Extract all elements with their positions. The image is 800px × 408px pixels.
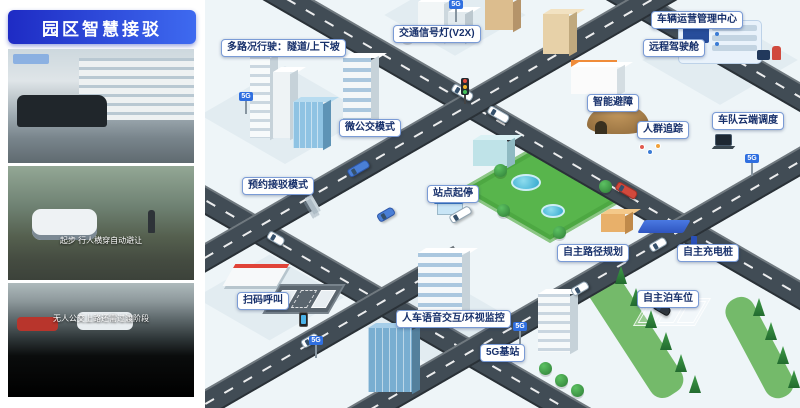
desk-row bbox=[712, 32, 757, 41]
building-tower bbox=[538, 294, 570, 352]
callout-auto-charging: 自主充电桩 bbox=[677, 244, 739, 262]
callout-5g-station: 5G基站 bbox=[480, 344, 526, 362]
callout-voice-interaction: 人车语音交互/环视监控 bbox=[396, 310, 511, 328]
cockpit-seat-icon bbox=[772, 46, 781, 60]
pedestrian-dot bbox=[647, 149, 653, 155]
callout-path-planning: 自主路径规划 bbox=[557, 244, 629, 262]
tower-5g-tag: 5G bbox=[449, 0, 463, 9]
pine-tree-icon bbox=[689, 375, 701, 393]
pine-tree-icon bbox=[675, 354, 687, 372]
photo-bus-street bbox=[8, 49, 194, 163]
laptop-screen bbox=[715, 134, 732, 146]
brand-watermark bbox=[13, 54, 49, 64]
green-light bbox=[463, 89, 467, 94]
laptop-base bbox=[711, 146, 736, 149]
yellow-light bbox=[463, 84, 467, 89]
phone-icon bbox=[299, 312, 308, 327]
pond bbox=[541, 204, 565, 218]
remote-cockpit-illustration bbox=[757, 46, 781, 60]
round-tree-icon bbox=[555, 374, 568, 387]
tower-5g-tag: 5G bbox=[309, 336, 323, 345]
callout-traffic-light: 交通信号灯(V2X) bbox=[393, 25, 481, 43]
desk-row bbox=[712, 42, 757, 51]
photo-shuttle-road: 无人公交上路还需过渡阶段 bbox=[8, 283, 194, 397]
pond bbox=[511, 174, 541, 191]
callout-remote-cockpit: 远程驾驶舱 bbox=[643, 39, 705, 57]
tower-mast bbox=[315, 345, 317, 358]
callout-crowd-tracking: 人群追踪 bbox=[637, 121, 689, 139]
traffic-light-icon bbox=[461, 78, 469, 104]
pine-tree-icon bbox=[660, 332, 672, 350]
building-kiosk bbox=[601, 214, 625, 232]
photo-caption: 起步 行人横穿自动避让 bbox=[59, 236, 143, 245]
charging-pile-icon bbox=[691, 236, 697, 246]
red-light bbox=[463, 79, 467, 84]
building-teal bbox=[473, 140, 507, 166]
truck-icon bbox=[375, 206, 397, 223]
round-tree-icon bbox=[599, 180, 612, 193]
round-tree-icon bbox=[539, 362, 552, 375]
tower-5g-icon: 5G bbox=[239, 92, 253, 114]
tower-5g-icon: 5G bbox=[449, 0, 463, 22]
building-glass bbox=[368, 328, 412, 392]
tower-5g-tag: 5G bbox=[239, 92, 253, 101]
building-shop-awning bbox=[571, 60, 617, 94]
callout-reservation-mode: 预约接驳模式 bbox=[242, 177, 314, 195]
tower-mast bbox=[245, 101, 247, 114]
charging-canopy bbox=[637, 220, 691, 233]
pedestrian-dot bbox=[655, 143, 661, 149]
pedestrian-dot bbox=[639, 144, 645, 150]
callout-obstacle-avoidance: 智能避障 bbox=[587, 94, 639, 112]
callout-ops-center: 车辆运营管理中心 bbox=[651, 11, 743, 29]
building-tan bbox=[543, 14, 569, 54]
smart-campus-map: 5G 5G 5G 5G 5G 多路况行驶：隧道/上下坡 交通信号灯(V2X) 车… bbox=[205, 0, 800, 408]
cockpit-screen-icon bbox=[757, 50, 770, 60]
building-tower bbox=[250, 56, 270, 138]
building-office bbox=[418, 253, 462, 313]
left-panel: 园区智慧接驳 起步 行人横穿自动避让 无人公交上路还需过渡阶段 bbox=[0, 0, 204, 408]
tower-mast bbox=[519, 331, 521, 344]
tower-5g-icon: 5G bbox=[309, 336, 323, 358]
callout-auto-parking: 自主泊车位 bbox=[637, 290, 699, 308]
tower-mast bbox=[455, 9, 457, 22]
callout-minibus-mode: 微公交模式 bbox=[339, 119, 401, 137]
building-tan bbox=[485, 0, 513, 30]
building-office bbox=[343, 58, 371, 128]
tower-5g-icon: 5G bbox=[745, 154, 759, 176]
round-tree-icon bbox=[497, 204, 510, 217]
building-tower bbox=[273, 72, 290, 138]
building-glass bbox=[293, 102, 323, 148]
callout-station-stop: 站点起停 bbox=[427, 185, 479, 203]
photo-caption: 无人公交上路还需过渡阶段 bbox=[53, 314, 149, 323]
callout-multi-road: 多路况行驶：隧道/上下坡 bbox=[221, 39, 346, 57]
page-title: 园区智慧接驳 bbox=[8, 10, 196, 44]
cloud-dispatch-console-icon bbox=[711, 134, 736, 149]
callout-scan-call: 扫码呼叫 bbox=[237, 292, 289, 310]
tower-5g-tag: 5G bbox=[513, 322, 527, 331]
callout-fleet-dispatch: 车队云端调度 bbox=[712, 112, 784, 130]
photo-shuttle-pedestrian: 起步 行人横穿自动避让 bbox=[8, 166, 194, 280]
round-tree-icon bbox=[494, 164, 507, 177]
round-tree-icon bbox=[553, 226, 566, 239]
operator-desks bbox=[712, 22, 757, 59]
round-tree-icon bbox=[571, 384, 584, 397]
tower-mast bbox=[751, 163, 753, 176]
tower-5g-icon: 5G bbox=[513, 322, 527, 344]
big-screen-icon bbox=[683, 25, 709, 43]
traffic-light-pole bbox=[464, 95, 466, 104]
tower-5g-tag: 5G bbox=[745, 154, 759, 163]
traffic-light-head bbox=[461, 78, 469, 95]
